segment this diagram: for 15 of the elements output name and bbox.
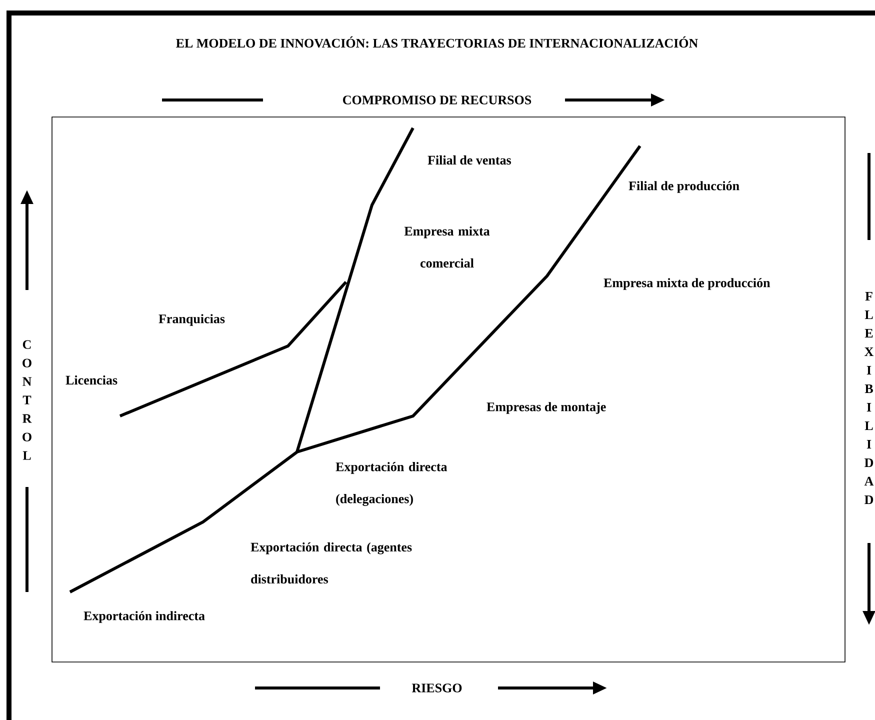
stage-label: Empresa mixta de producción <box>604 278 770 290</box>
stage-label: Empresas de montaje <box>486 402 606 414</box>
stage-label: Empresa mixta comercial <box>404 226 490 268</box>
axis-label: FLEXIBILIDAD <box>864 292 874 504</box>
stage-label: Filial de producción <box>628 181 740 193</box>
stage-label: Filial de ventas <box>428 155 511 165</box>
stage-label: Exportación directa (agentes distribuidores <box>250 542 412 584</box>
axis-label: CONTROL <box>22 340 32 460</box>
axis-label: RIESGO <box>412 684 462 692</box>
stage-label: Licencias <box>66 375 118 385</box>
stage-label: Franquicias <box>158 314 225 326</box>
title: EL MODELO DE INNOVACIÓN: LAS TRAYECTORIAS DE INTERNACIONALIZACIÓN <box>176 36 698 48</box>
axis-label: COMPROMISO DE RECURSOS <box>343 96 532 104</box>
stage-label: Exportación indirecta <box>84 611 205 623</box>
stage-label: Exportación directa (delegaciones) <box>336 462 448 506</box>
